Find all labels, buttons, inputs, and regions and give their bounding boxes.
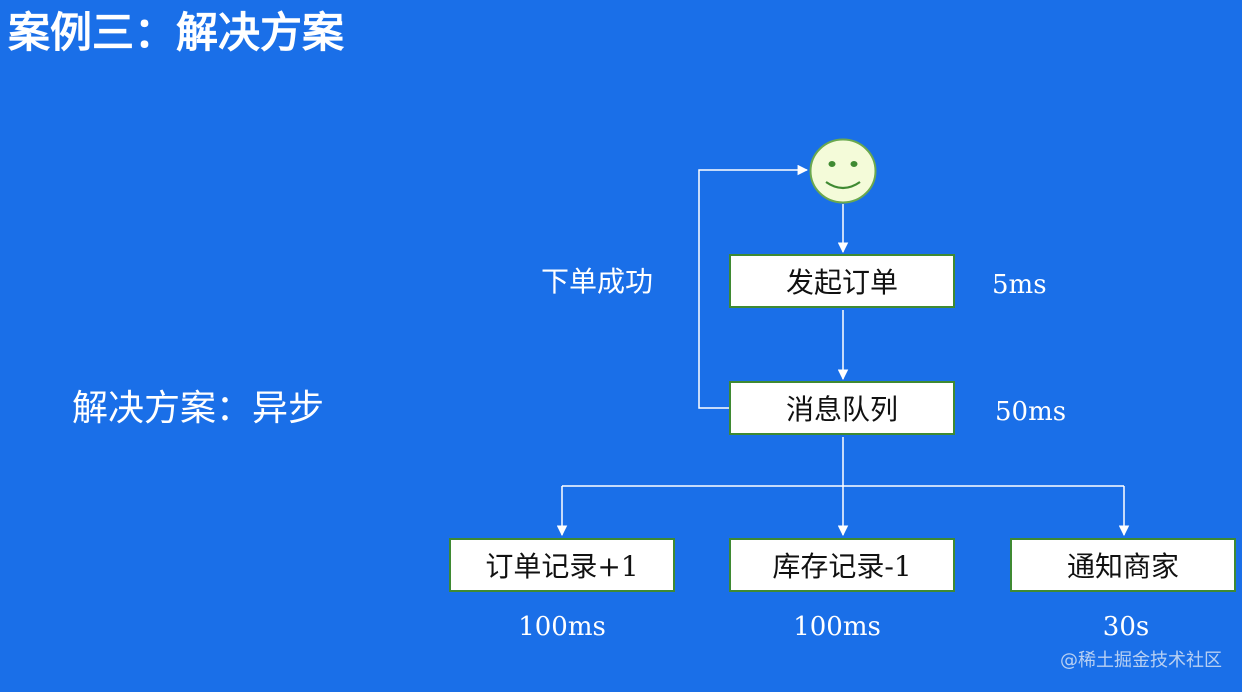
- order-record-label: 订单记录+1: [485, 550, 639, 583]
- order-record-box: 订单记录+1: [449, 538, 675, 592]
- smiley-face-icon: [809, 138, 877, 204]
- message-queue-label: 消息队列: [785, 393, 898, 426]
- inventory-record-time: 100ms: [793, 612, 881, 642]
- arrow-queue-back-to-face: [698, 164, 809, 409]
- slide-title: 案例三：解决方案: [8, 8, 345, 57]
- notify-merchant-time: 30s: [1102, 612, 1150, 642]
- notify-merchant-box: 通知商家: [1010, 538, 1236, 592]
- inventory-record-label: 库存记录-1: [772, 550, 912, 583]
- start-order-box: 发起订单: [729, 254, 955, 308]
- inventory-record-box: 库存记录-1: [729, 538, 955, 592]
- order-success-label: 下单成功: [541, 265, 654, 298]
- start-order-time: 5ms: [992, 270, 1047, 300]
- order-record-time: 100ms: [518, 612, 606, 642]
- solution-subtitle: 解决方案：异步: [72, 388, 325, 429]
- message-queue-box: 消息队列: [729, 381, 955, 435]
- watermark-text: @稀土掘金技术社区: [1060, 650, 1222, 671]
- notify-merchant-label: 通知商家: [1066, 550, 1179, 583]
- start-order-label: 发起订单: [785, 266, 898, 299]
- message-queue-time: 50ms: [995, 397, 1067, 427]
